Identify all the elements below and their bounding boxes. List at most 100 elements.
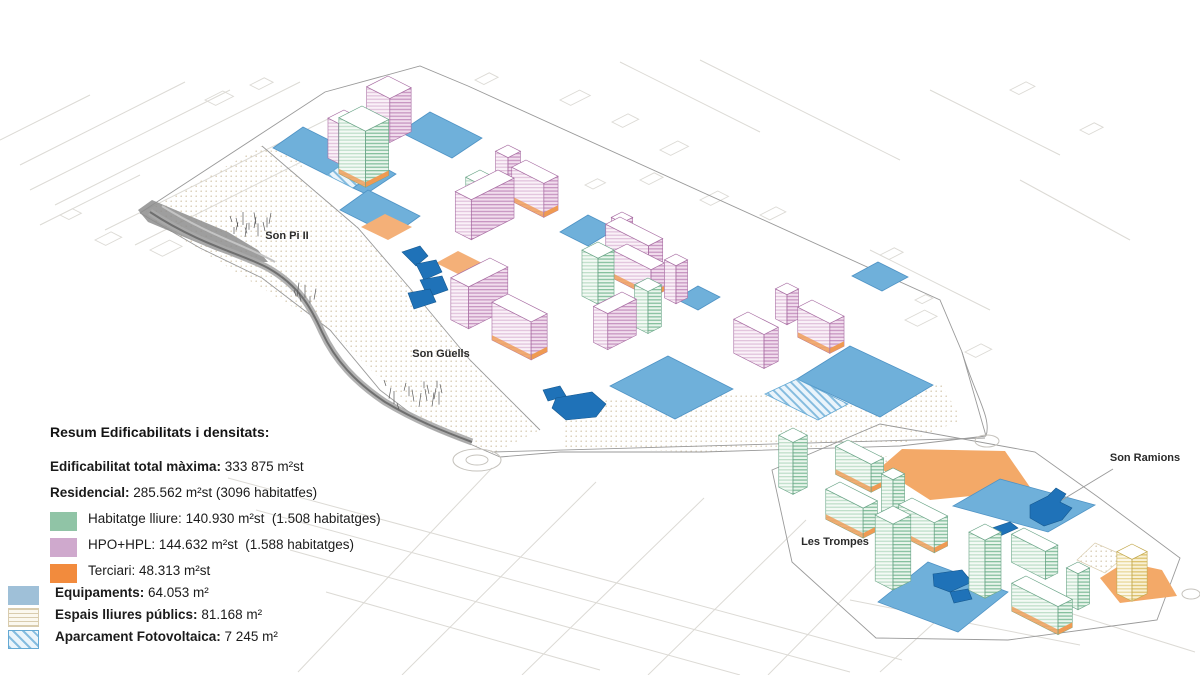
roundabout xyxy=(465,454,489,466)
background-street-line xyxy=(869,249,991,311)
background-street-line xyxy=(39,174,141,226)
legend-value: 285.562 m²st (3096 habitatfes) xyxy=(129,485,318,500)
legend-label: Equipaments: xyxy=(55,585,145,600)
building-terciari-base xyxy=(871,481,884,493)
background-building-outline xyxy=(699,190,730,206)
place-label-les-trompes: Les Trompes xyxy=(801,536,869,548)
plot-blue xyxy=(851,261,909,292)
legend-row-0: Edificabilitat total màxima: 333 875 m²s… xyxy=(50,459,304,474)
background-building-outline xyxy=(59,208,83,221)
background-building-outline xyxy=(94,231,123,246)
roundabout xyxy=(452,448,502,472)
legend-value: 7 245 m² xyxy=(220,629,278,644)
building-face-right xyxy=(1077,567,1090,611)
plot-pv xyxy=(764,378,849,421)
legend-value: 48.313 m²st xyxy=(135,563,211,578)
background-street-line xyxy=(767,547,894,675)
legend-label: Residencial: xyxy=(50,485,130,500)
torrent-slope xyxy=(138,200,268,262)
building-terciari-base xyxy=(835,469,872,493)
building-terciari-base xyxy=(934,541,948,553)
building-terciari-base xyxy=(365,170,389,188)
building-habitatge-lliure xyxy=(968,523,1002,599)
background-street-line xyxy=(227,477,903,661)
building-face-right xyxy=(786,288,799,326)
background-street-line xyxy=(619,61,761,133)
legend-swatch-dots xyxy=(8,608,39,627)
legend-value: 140.930 m²st (1.508 habitatges) xyxy=(181,511,381,526)
site-boundary-line xyxy=(491,437,986,453)
vegetation-tick xyxy=(313,288,317,300)
building-habitatge-lliure xyxy=(338,105,390,188)
vegetation-tick xyxy=(298,292,302,302)
legend-label: HPO+HPL: xyxy=(88,537,156,552)
building-habitatge-lliure xyxy=(824,481,879,539)
background-street-line xyxy=(401,481,597,675)
background-building-outline xyxy=(204,90,235,106)
vegetation-tick xyxy=(253,212,257,225)
legend-value: 333 875 m²st xyxy=(221,459,304,474)
background-building-outline xyxy=(759,206,787,221)
background-street-line xyxy=(29,89,231,191)
building-face-left xyxy=(327,117,339,164)
background-building-outline xyxy=(639,172,665,186)
vegetation-tick xyxy=(253,216,257,229)
background-street-line xyxy=(19,81,186,166)
building-hpo xyxy=(796,299,845,354)
legend-swatch-green xyxy=(50,512,77,531)
building-habitatge-lliure xyxy=(1010,575,1074,636)
background-street-line xyxy=(0,94,91,141)
vegetation-tick xyxy=(235,217,239,227)
building-face-left xyxy=(968,531,986,599)
legend-row-6: Espais lliures públics: 81.168 m² xyxy=(55,607,262,622)
background-street-line xyxy=(297,467,493,673)
background-street-line xyxy=(521,497,705,675)
background-street-line xyxy=(1059,609,1196,653)
background-street-line xyxy=(929,89,1061,156)
place-label-son-ramions: Son Ramions xyxy=(1109,452,1181,464)
building-habitatge-lliure xyxy=(1065,561,1091,611)
background-building-outline xyxy=(249,77,275,91)
building-face-right xyxy=(984,531,1002,599)
background-street-line xyxy=(699,59,901,161)
building-face-right xyxy=(647,284,662,334)
background-building-outline xyxy=(659,140,690,156)
legend-value: 144.632 m²st (1.588 habitatges) xyxy=(155,537,355,552)
background-building-outline xyxy=(611,113,640,128)
background-building-outline xyxy=(1009,81,1036,96)
vegetation-tick xyxy=(411,389,415,402)
building-terciari-base xyxy=(1011,606,1059,635)
vegetation-tick xyxy=(293,289,297,297)
background-street-line xyxy=(325,591,601,671)
legend-label: Habitatge lliure: xyxy=(88,511,182,526)
legend-swatch-pink xyxy=(50,538,77,557)
legend-label: Edificabilitat total màxima: xyxy=(50,459,222,474)
vegetation-tick xyxy=(424,388,428,402)
background-street-line xyxy=(289,549,741,675)
background-street-line xyxy=(647,519,807,675)
vegetation-tick xyxy=(418,392,422,408)
building-terciari-base xyxy=(511,196,544,218)
building-face-left xyxy=(1116,551,1133,602)
vegetation-tick xyxy=(388,387,392,399)
vegetation-tick xyxy=(433,388,437,400)
vegetation-tick xyxy=(439,384,443,394)
building-face-left xyxy=(778,434,794,495)
legend-title: Resum Edificabilitats i densitats: xyxy=(50,424,270,440)
place-label-son-guells: Son Güells xyxy=(412,348,470,360)
existing-building-blob xyxy=(401,245,429,267)
legend-row-2: Habitatge lliure: 140.930 m²st (1.508 ha… xyxy=(88,511,381,526)
building-terciari-base xyxy=(829,341,845,354)
building-terciari-base xyxy=(825,514,864,539)
vegetation-tick xyxy=(431,392,435,407)
existing-building-blob xyxy=(415,259,443,281)
torrent-ridge xyxy=(161,205,276,263)
building-terciari-base xyxy=(1058,622,1073,635)
background-building-outline xyxy=(914,294,934,305)
place-label-son-pi-ii: Son Pi II xyxy=(265,230,309,242)
legend-swatch-blue xyxy=(8,586,39,605)
vegetation-tick xyxy=(383,379,387,387)
public-open-space-dots xyxy=(142,146,540,454)
